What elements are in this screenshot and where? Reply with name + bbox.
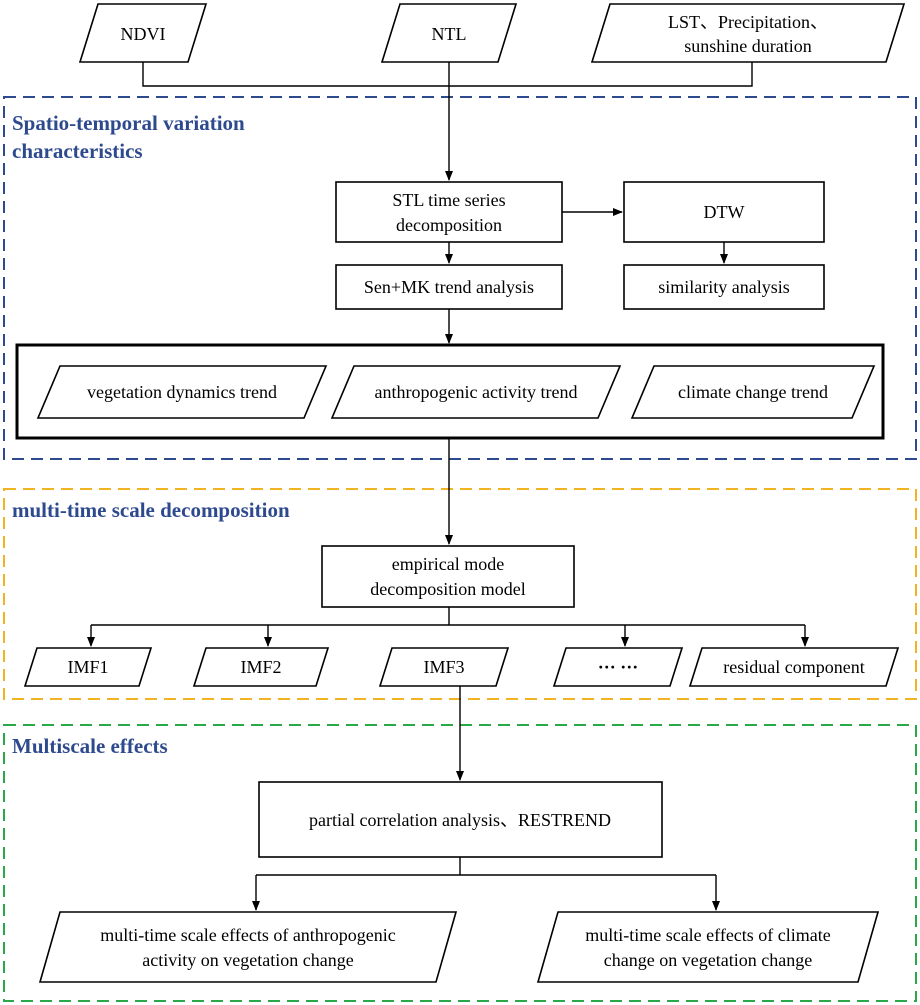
input-ndvi-label: NDVI xyxy=(121,24,166,44)
input-climate-label: sunshine duration xyxy=(684,36,812,56)
emd-box xyxy=(321,545,575,608)
sen-mk-label: Sen+MK trend analysis xyxy=(364,277,534,297)
trend-anthropogenic-shape xyxy=(330,365,622,419)
output-climate-label: change on vegetation change xyxy=(604,950,812,970)
input-climate-shape xyxy=(590,3,906,63)
emd-label: empirical mode xyxy=(392,554,504,574)
imf1-label: IMF1 xyxy=(67,657,108,677)
output-anthro-shape xyxy=(38,911,458,983)
trend-vegetation-label: vegetation dynamics trend xyxy=(87,382,277,402)
imf3-shape xyxy=(378,647,510,687)
dtw-box xyxy=(623,181,825,243)
trend-climate-label: climate change trend xyxy=(678,382,828,402)
trend-climate-shape xyxy=(630,365,876,419)
section-spatio-title: Spatio-temporal variation xyxy=(12,111,245,135)
stl-decomposition-label: STL time series xyxy=(392,190,505,210)
input-ndvi-shape xyxy=(78,3,208,63)
input-climate-label: LST、Precipitation、 xyxy=(668,12,828,32)
imf1-shape xyxy=(23,647,153,687)
imf2-shape xyxy=(192,647,330,687)
output-anthro-label: multi-time scale effects of anthropogeni… xyxy=(100,925,396,945)
input-ntl-label: NTL xyxy=(432,24,467,44)
section-multi-title: multi-time scale decomposition xyxy=(12,498,290,522)
imf-ellipsis-shape xyxy=(552,647,684,687)
output-anthro-label: activity on vegetation change xyxy=(142,950,353,970)
imf3-label: IMF3 xyxy=(423,657,464,677)
imf-ellipsis-label: ··· ··· xyxy=(598,657,639,677)
section-spatio-title: characteristics xyxy=(12,139,143,163)
residual-component-label: residual component xyxy=(723,657,864,677)
dtw-label: DTW xyxy=(704,202,745,222)
residual-component-shape xyxy=(688,647,900,687)
output-climate-label: multi-time scale effects of climate xyxy=(585,925,831,945)
stl-decomposition-box xyxy=(335,181,563,243)
trend-anthropogenic-label: anthropogenic activity trend xyxy=(375,382,578,402)
section-spatio-frame xyxy=(3,96,917,460)
emd-label: decomposition model xyxy=(370,579,525,599)
input-merge-connector xyxy=(142,62,753,87)
similarity-label: similarity analysis xyxy=(658,277,789,297)
output-climate-shape xyxy=(536,911,880,983)
section-effects-title: Multiscale effects xyxy=(12,734,168,758)
imf2-label: IMF2 xyxy=(240,657,281,677)
trend-vegetation-shape xyxy=(36,365,328,419)
partial-correlation-label: partial correlation analysis、RESTREND xyxy=(309,810,611,830)
input-ntl-shape xyxy=(380,3,518,63)
similarity-box xyxy=(623,264,825,310)
partial-correlation-box xyxy=(258,781,663,858)
sen-mk-box xyxy=(335,264,563,310)
stl-decomposition-label: decomposition xyxy=(396,215,502,235)
